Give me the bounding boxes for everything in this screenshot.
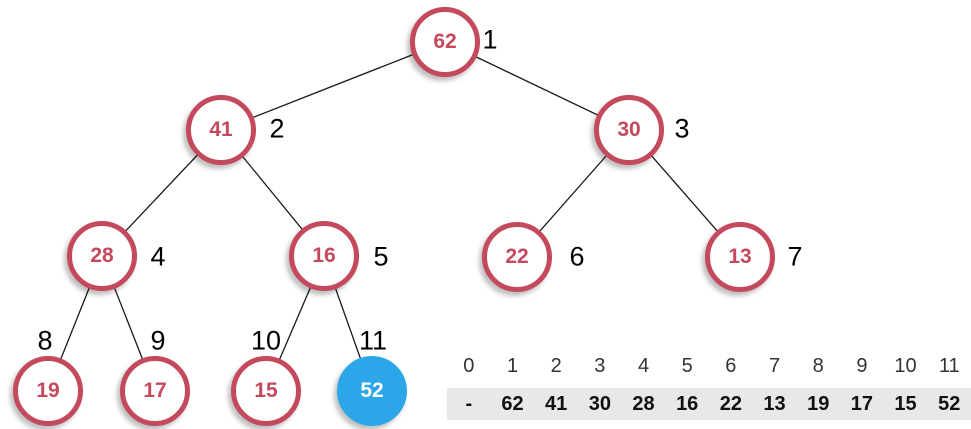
array-value-cell-5: 16	[676, 393, 699, 415]
tree-node-6: 22	[482, 222, 552, 292]
tree-node-1: 62	[410, 7, 480, 77]
array-index-cell-11: 11	[938, 355, 960, 377]
tree-node-8: 19	[13, 356, 83, 426]
node-value: 30	[617, 118, 641, 141]
tree-node-11-highlighted: 52	[337, 356, 407, 426]
node-value: 17	[143, 379, 167, 402]
tree-node-5: 16	[289, 221, 359, 291]
tree-node-10: 15	[231, 356, 301, 426]
tree-node-7: 13	[705, 222, 775, 292]
node-index-label-7: 7	[787, 241, 803, 272]
array-value-cell-11: 52	[938, 393, 961, 415]
node-index-label-9: 9	[150, 325, 166, 356]
array-index-cell-8: 8	[812, 355, 824, 377]
node-index-label-8: 8	[37, 325, 53, 356]
node-value: 13	[728, 245, 752, 268]
array-index-cell-7: 7	[768, 355, 781, 377]
node-index-label-1: 1	[482, 24, 498, 55]
array-value-row: - 62 41 30 28 16 22 13 19 17 15 52	[447, 388, 971, 420]
node-index-label-5: 5	[373, 241, 389, 272]
tree-node-4: 28	[67, 221, 137, 291]
array-index-row: 0 1 2 3 4 5 6 7 8 9 10 11	[447, 351, 971, 381]
array-index-cell-5: 5	[681, 355, 693, 377]
array-index-cell-2: 2	[550, 355, 562, 377]
node-value: 15	[254, 379, 278, 402]
array-value-cell-9: 17	[850, 393, 873, 415]
node-value: 22	[505, 245, 529, 268]
array-index-cell-6: 6	[725, 355, 737, 377]
node-index-label-2: 2	[269, 113, 285, 144]
array-value-cell-7: 13	[763, 393, 786, 415]
tree-node-2: 41	[186, 95, 256, 165]
array-index-cell-0: 0	[463, 355, 475, 377]
node-value: 52	[360, 379, 384, 402]
array-value-cell-2: 41	[545, 393, 568, 415]
array-index-cell-4: 4	[637, 355, 650, 377]
node-value: 28	[90, 244, 114, 267]
array-value-cell-4: 28	[632, 393, 655, 415]
array-value-cell-0: -	[465, 393, 473, 415]
node-index-label-3: 3	[674, 113, 690, 144]
array-value-cell-10: 15	[894, 393, 917, 415]
node-index-label-10: 10	[250, 325, 282, 356]
array-value-cell-6: 22	[719, 393, 742, 415]
array-value-cell-3: 30	[588, 393, 611, 415]
tree-edge-1-2	[220, 41, 446, 131]
node-index-label-11: 11	[358, 325, 388, 356]
tree-node-9: 17	[120, 356, 190, 426]
heap-array: 0 1 2 3 4 5 6 7 8 9 10 11 - 62 41 30 28 16 22 13 19 17 15 52	[447, 351, 971, 420]
array-index-cell-1: 1	[506, 355, 519, 377]
node-value: 16	[312, 244, 336, 267]
array-value-cell-8: 19	[807, 393, 830, 415]
array-index-cell-9: 9	[856, 355, 868, 377]
node-value: 41	[209, 118, 233, 141]
array-index-cell-10: 10	[894, 355, 917, 377]
array-value-cell-1: 62	[501, 393, 524, 415]
node-value: 62	[433, 30, 457, 53]
node-index-label-6: 6	[569, 241, 585, 272]
tree-node-3: 30	[594, 95, 664, 165]
array-index-cell-3: 3	[594, 355, 606, 377]
node-value: 19	[36, 379, 60, 402]
node-index-label-4: 4	[150, 241, 166, 272]
